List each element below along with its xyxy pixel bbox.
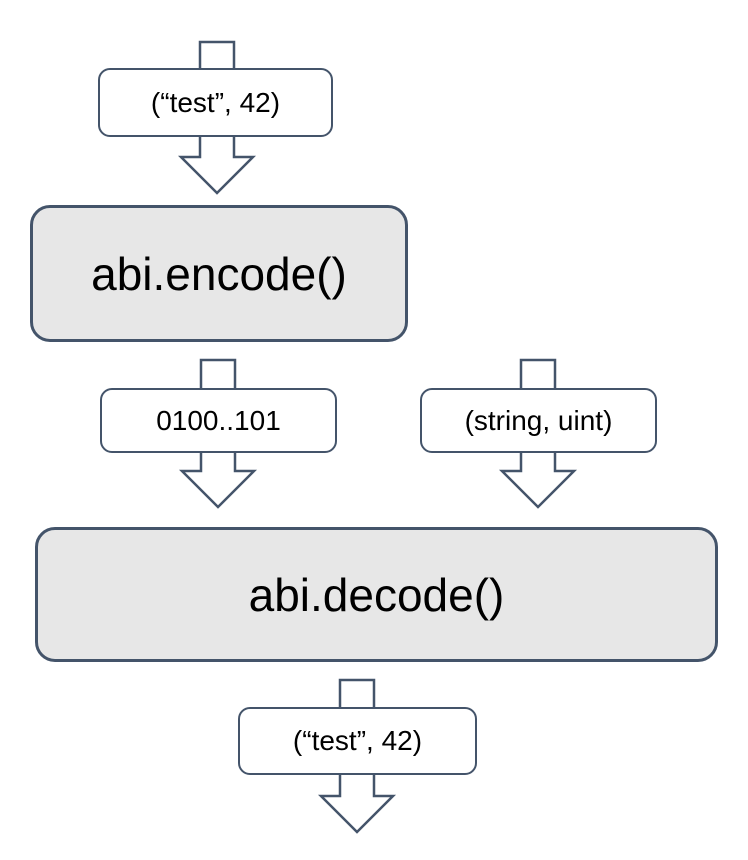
node-output-tuple-label: (“test”, 42) — [292, 725, 423, 756]
node-encoded-bytes-label: 0100..101 — [156, 404, 281, 436]
node-type-tuple-label: (string, uint) — [464, 404, 613, 436]
node-encoded-bytes: 0100..101 — [100, 388, 337, 453]
node-type-tuple: (string, uint) — [420, 388, 657, 453]
node-input-tuple: (“test”, 42) — [98, 68, 333, 137]
node-abi-encode: abi.encode() — [30, 205, 408, 342]
node-abi-decode-label: abi.decode() — [248, 568, 505, 621]
node-abi-decode: abi.decode() — [35, 527, 718, 662]
node-output-tuple: (“test”, 42) — [238, 707, 477, 775]
node-abi-encode-label: abi.encode() — [91, 247, 347, 300]
node-input-tuple-label: (“test”, 42) — [150, 86, 281, 118]
